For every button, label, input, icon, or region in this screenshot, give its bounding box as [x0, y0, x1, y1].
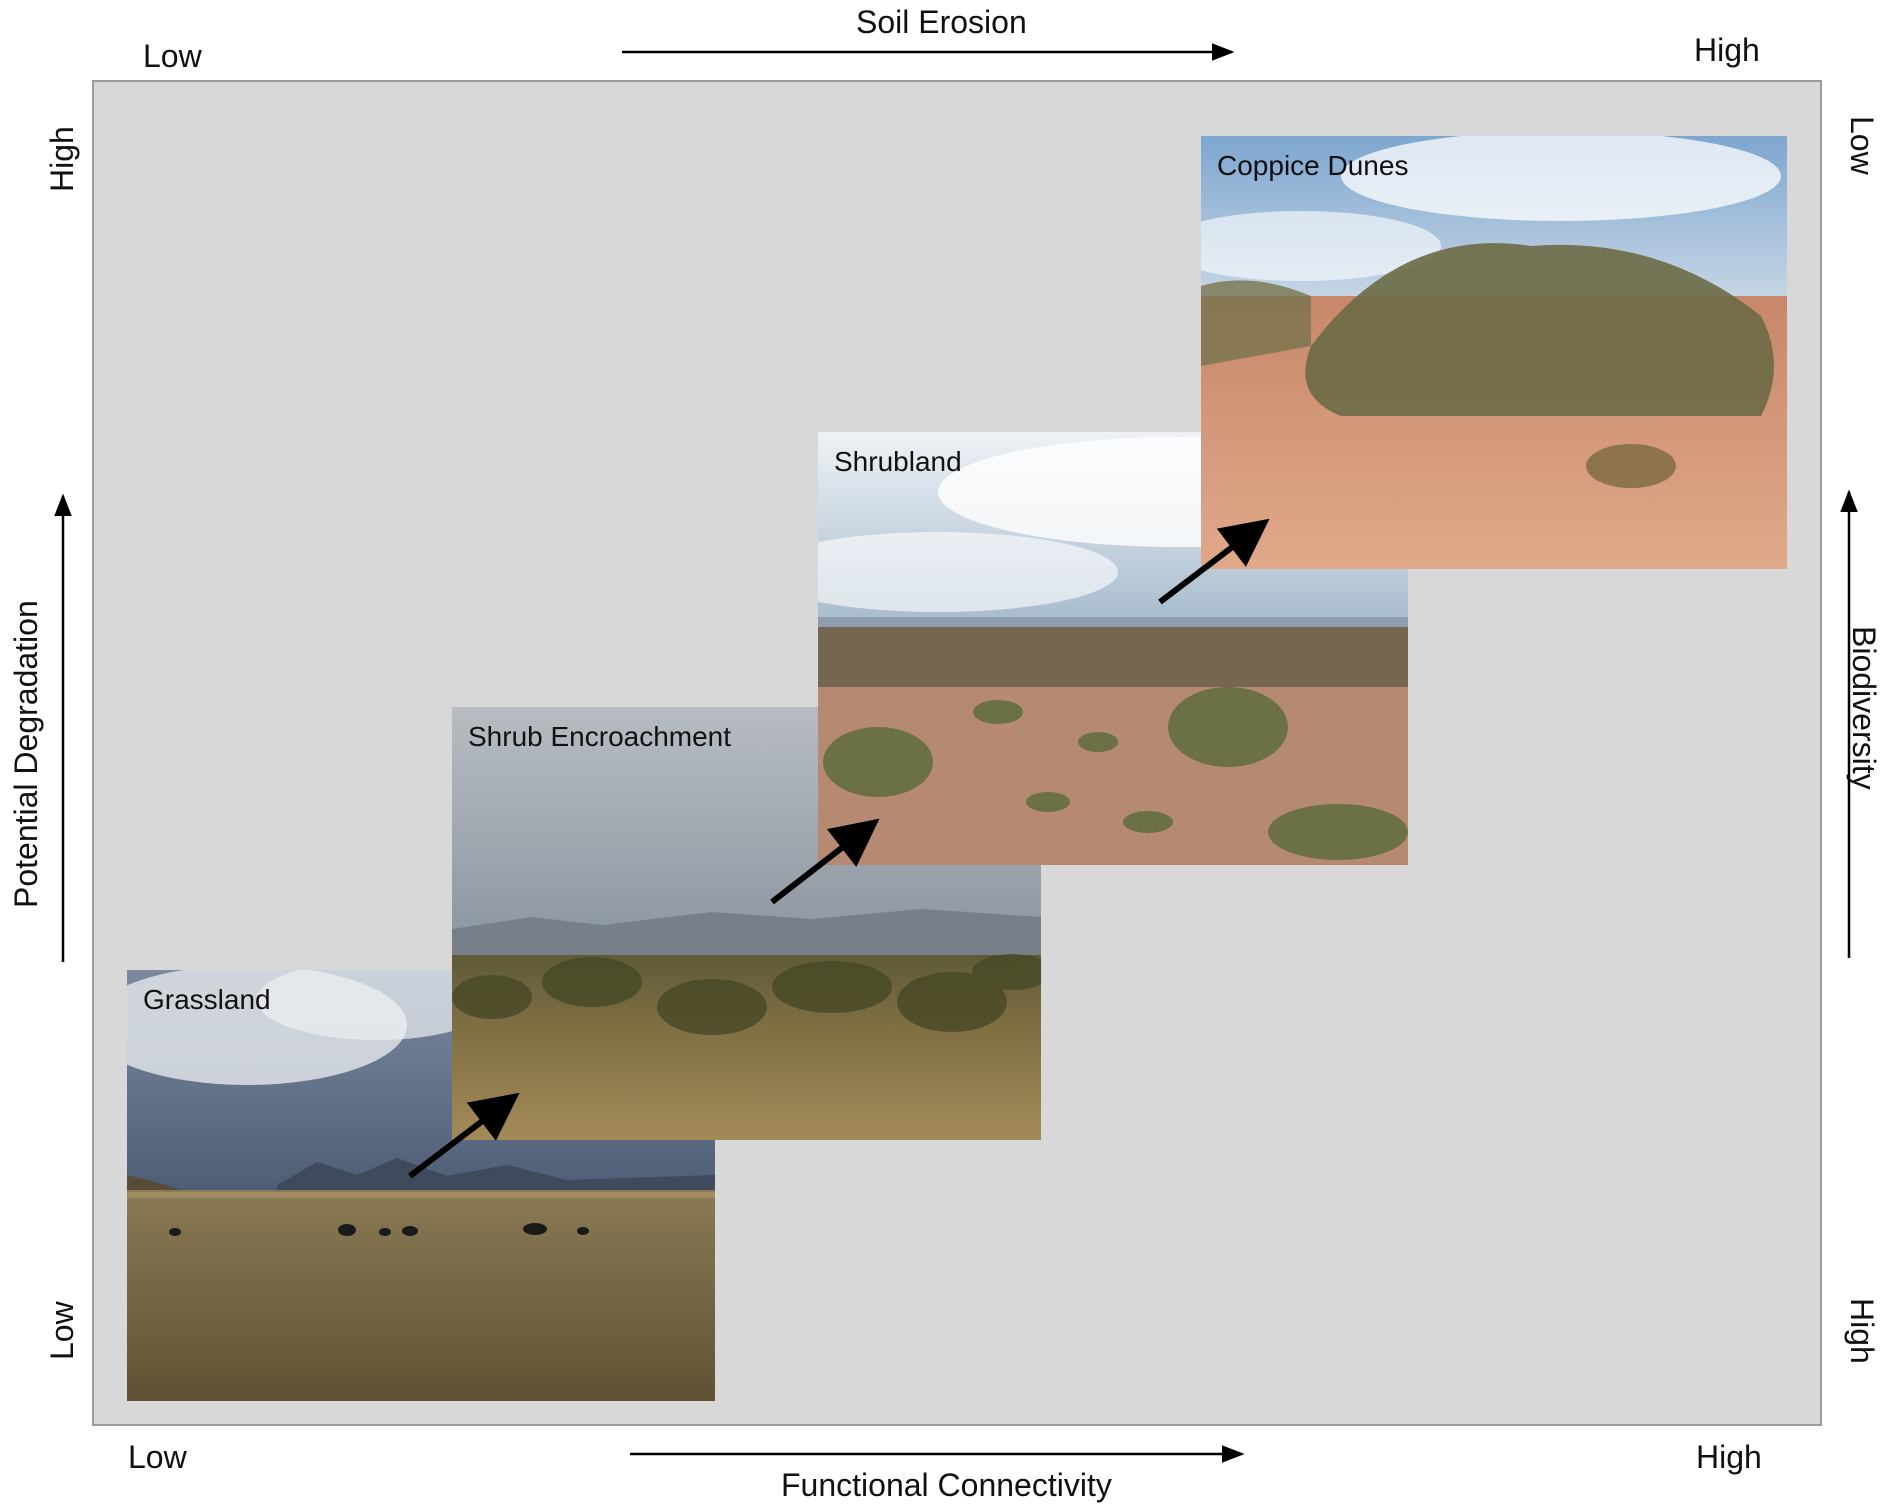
top-axis-high-label: High	[1694, 32, 1760, 68]
shrubland-label: Shrubland	[834, 446, 962, 477]
coppice-dunes-photo: Coppice Dunes	[1201, 136, 1787, 569]
bottom-axis-high-label: High	[1696, 1439, 1762, 1475]
shrub-encroachment-label: Shrub Encroachment	[468, 721, 732, 752]
coppice-dunes-label: Coppice Dunes	[1217, 150, 1409, 181]
bottom-axis-title: Functional Connectivity	[781, 1467, 1112, 1503]
bottom-axis-low-label: Low	[128, 1439, 187, 1475]
grassland-label: Grassland	[143, 984, 271, 1015]
top-axis-low-label: Low	[143, 38, 202, 74]
top-axis-title: Soil Erosion	[856, 4, 1027, 40]
